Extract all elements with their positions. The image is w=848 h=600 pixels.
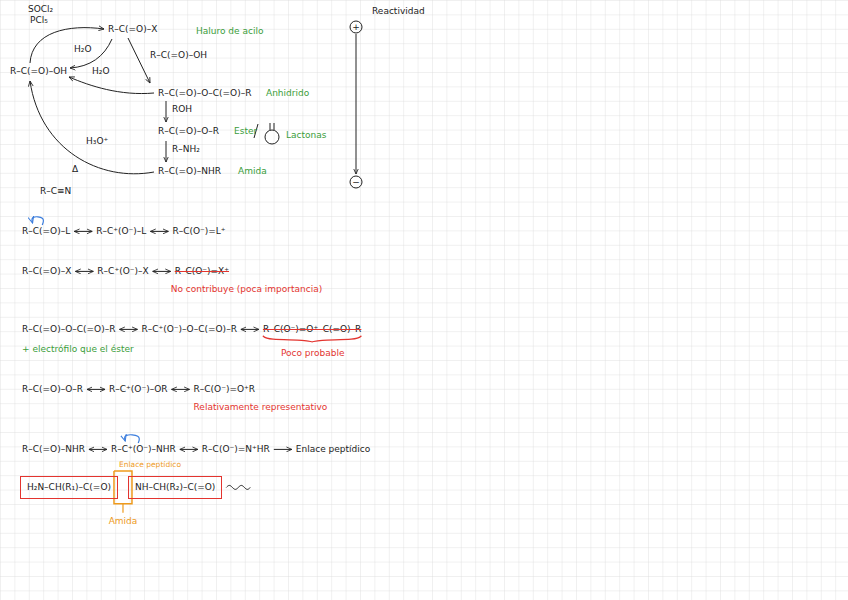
resonance-form: R–C(=O)–L <box>22 226 70 237</box>
formula: R–C(=O)–O–C(=O)–R <box>158 88 251 99</box>
reagent: H₂O <box>92 66 109 77</box>
reaction-arrow <box>128 38 150 83</box>
reaction-arrow <box>30 81 154 174</box>
amino-acid-box: H₂N–CH(R₁)–C(=O) <box>20 476 118 499</box>
resonance-form: R–C(O⁻)=N⁺HR <box>202 444 270 455</box>
resonance-form: R–C(O⁻)=X⁺ <box>175 266 229 277</box>
condition: Δ <box>72 164 78 175</box>
compound-name: Haluro de acilo <box>196 26 263 37</box>
reagent: ROH <box>172 104 192 115</box>
annotation: Poco probable <box>281 348 345 359</box>
formula: R–C≡N <box>40 186 71 197</box>
resonance-form: R–C(O⁻)=O⁺R <box>194 384 256 395</box>
chain-continuation <box>226 485 250 489</box>
resonance-arrow <box>74 231 92 232</box>
resonance-form: R–C⁺(O⁻)–X <box>97 266 148 277</box>
sign-circle <box>350 176 362 188</box>
resonance-form: R–C(=O)–X <box>22 266 71 277</box>
peptide-formula: H₂N–CH(R₁)–C(=O) <box>27 482 111 493</box>
reaction-arrow <box>30 28 104 63</box>
lactone-ring <box>265 130 279 144</box>
resonance-arrow <box>150 231 168 232</box>
resonance-arrow <box>75 271 93 272</box>
resonance-form: R–C(=O)–NHR <box>22 444 85 455</box>
reaction-arrow <box>70 39 112 68</box>
resonance-arrow <box>172 389 190 390</box>
annotation: Enlace peptídico <box>296 444 370 455</box>
reaction-arrow <box>166 101 167 122</box>
reagent: H₃O⁺ <box>86 136 108 147</box>
axis-title: Reactividad <box>372 6 425 17</box>
resonance-arrow <box>180 449 198 450</box>
reaction-arrow <box>274 449 292 450</box>
peptide-formula: NH–CH(R₂)–C(=O) <box>135 482 215 493</box>
electron-arrow <box>125 435 140 443</box>
compound-name: Lactonas <box>286 130 326 141</box>
annotation: + electrófilo que el éster <box>22 344 134 355</box>
resonance-form: R–C(=O)–O–C(=O)–R <box>22 324 115 335</box>
sign: − <box>352 177 360 188</box>
carbonyl-bond <box>270 123 274 130</box>
resonance-arrow <box>87 389 105 390</box>
reaction-arrow <box>166 141 167 162</box>
compound-name: Anhidrido <box>266 88 309 99</box>
annotation: No contribuye (poca importancia) <box>171 284 323 295</box>
leader-line <box>122 504 123 513</box>
formula: R–C(=O)–NHR <box>158 166 221 177</box>
resonance-arrow <box>89 449 107 450</box>
annotation: Amida <box>109 516 138 527</box>
formula: R–C(=O)–OH <box>10 66 67 77</box>
reagent: PCl₅ <box>30 15 48 26</box>
reagent: R–C(=O)–OH <box>150 50 207 61</box>
resonance-arrow <box>119 329 137 330</box>
resonance-form: R–C(=O)–O–R <box>22 384 83 395</box>
reagent: R–NH₂ <box>172 144 200 155</box>
compound-name: Ester <box>234 126 257 137</box>
resonance-form: R–C⁺(O⁻)–O–C(=O)–R <box>141 324 236 335</box>
resonance-form: R–C⁺(O⁻)–L <box>96 226 146 237</box>
electron-arrow <box>32 217 44 225</box>
resonance-arrow <box>241 329 259 330</box>
amino-acid-box: NH–CH(R₂)–C(=O) <box>128 476 222 499</box>
reagent: SOCl₂ <box>28 4 53 15</box>
reagent: H₂O <box>74 44 91 55</box>
reaction-arrow <box>69 77 154 94</box>
sign-circle <box>350 21 362 33</box>
annotation: Relativamente representativo <box>194 402 328 413</box>
annotation: Enlace peptídico <box>119 460 181 469</box>
resonance-form: R–C⁺(O⁻)–NHR <box>111 444 176 455</box>
resonance-arrow <box>153 271 171 272</box>
reactivity-arrow <box>356 34 357 174</box>
red-brace <box>263 336 361 342</box>
compound-name: Amida <box>238 166 267 177</box>
resonance-form: R–C⁺(O⁻)–OR <box>109 384 167 395</box>
resonance-form: R–C(O⁻)=O⁺–C(=O)–R <box>263 324 361 335</box>
sign: + <box>352 22 360 33</box>
formula: R–C(=O)–O–R <box>158 126 219 137</box>
formula: R–C(=O)–X <box>108 24 157 35</box>
resonance-form: R–C(O⁻)=L⁺ <box>172 226 225 237</box>
